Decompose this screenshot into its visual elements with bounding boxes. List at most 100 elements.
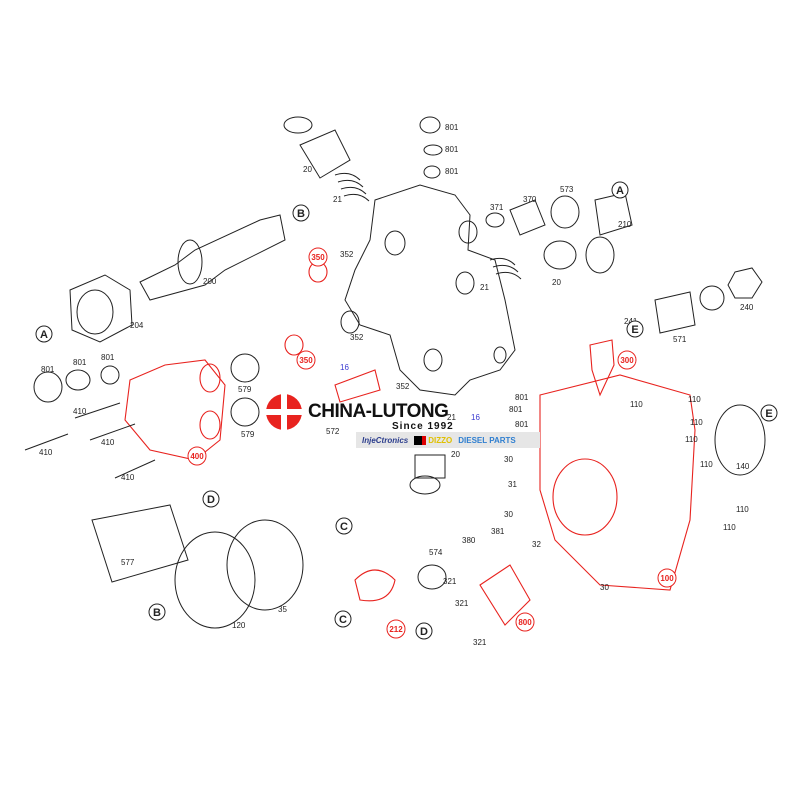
- part-number-label: 579: [238, 385, 252, 394]
- fitting-350: [284, 334, 304, 356]
- part-number-label: 571: [673, 335, 687, 344]
- washer: [423, 165, 441, 179]
- assembly-number-label: 212: [389, 625, 403, 634]
- spring: [489, 257, 522, 280]
- part-number-label: 140: [736, 462, 750, 471]
- part-number-label: 110: [685, 435, 698, 444]
- sleeve-577: [91, 504, 189, 583]
- assembly-number-label: 800: [518, 618, 532, 627]
- part-number-label: 110: [700, 460, 713, 469]
- o-ring-120: [174, 531, 256, 629]
- tappet: [299, 129, 351, 179]
- reference-letter-label: D: [420, 626, 428, 638]
- tappet: [414, 454, 446, 479]
- part-number-label: 20: [451, 450, 460, 459]
- part-number-label: 370: [523, 195, 537, 204]
- since-year: Since 1992: [392, 421, 454, 432]
- part-number-label: 801: [515, 420, 529, 429]
- part-number-label-blue: 16: [340, 363, 349, 372]
- assembly-number-label: 300: [620, 356, 634, 365]
- company-name: CHINA-LUTONG: [308, 401, 449, 422]
- assembly-callout-circle: [187, 446, 207, 466]
- assembly-callout-circle: [617, 350, 637, 370]
- reference-letter-circle: [611, 181, 629, 199]
- part-number-label: 21: [447, 413, 456, 422]
- part-number-label: 200: [203, 277, 217, 286]
- assembly-callout-circle: [657, 568, 677, 588]
- washer: [100, 365, 120, 385]
- port: [423, 348, 443, 372]
- clip-212: [354, 569, 396, 602]
- reference-letter-label: C: [340, 521, 348, 533]
- part-number-label: 410: [73, 407, 87, 416]
- plug: [419, 116, 441, 134]
- part-number-label: 210: [618, 220, 632, 229]
- assembly-number-label: 400: [190, 452, 204, 461]
- assembly-number-label: 350: [299, 356, 313, 365]
- tappet: [543, 240, 577, 270]
- part-number-label: 801: [515, 393, 529, 402]
- reference-letter-label: E: [765, 408, 772, 420]
- reference-letter-circle: [148, 603, 166, 621]
- cap: [230, 353, 260, 383]
- part-number-label: 410: [101, 438, 115, 447]
- part-number-label: 380: [462, 536, 476, 545]
- assembly-callout-circle: [296, 350, 316, 370]
- part-number-label: 573: [560, 185, 574, 194]
- logo-mark-icon: [266, 394, 302, 430]
- reference-letter-label: A: [40, 329, 48, 341]
- part-number-label: 801: [41, 365, 55, 374]
- bushing: [654, 291, 696, 334]
- part-number-label: 371: [490, 203, 504, 212]
- o-ring: [714, 404, 766, 476]
- part-number-label: 801: [445, 123, 459, 132]
- port: [384, 230, 406, 256]
- bolt: [74, 402, 121, 419]
- part-number-label: 801: [73, 358, 87, 367]
- part-number-label: 572: [326, 427, 340, 436]
- cap: [550, 195, 580, 229]
- assembly-callout-circle: [386, 619, 406, 639]
- port: [340, 310, 360, 334]
- assembly-100: [539, 374, 696, 591]
- reference-letter-circle: [202, 490, 220, 508]
- bolt: [114, 459, 156, 479]
- part-number-label: 204: [130, 321, 144, 330]
- o-ring-35: [226, 519, 304, 611]
- part-number-label: 241: [624, 317, 638, 326]
- valve-800: [479, 564, 531, 626]
- part-number-label: 30: [504, 510, 513, 519]
- part-number-label: 110: [736, 505, 749, 514]
- brand-injectronics: InjeCtronics: [362, 435, 409, 445]
- reference-letter-label: B: [153, 607, 161, 619]
- spring: [334, 172, 370, 202]
- assembly-number-label: 350: [311, 253, 325, 262]
- cap: [230, 397, 260, 427]
- part-number-label: 579: [241, 430, 255, 439]
- brand-dizzo: DIZZO: [414, 435, 453, 445]
- o-ring: [423, 144, 443, 156]
- reference-letter-circle: [415, 622, 433, 640]
- assembly-callout-circle: [308, 247, 328, 267]
- part-number-label: 801: [445, 167, 459, 176]
- part-number-label: 110: [690, 418, 703, 427]
- part-number-label: 321: [473, 638, 487, 647]
- part-number-label: 321: [443, 577, 457, 586]
- assembly-400: [124, 359, 226, 461]
- brand-diesel-parts: DIESEL PARTS: [458, 435, 516, 445]
- part-number-label: 110: [688, 395, 701, 404]
- reference-letter-circle: [760, 404, 778, 422]
- cap: [409, 475, 441, 495]
- assembly-number-label: 100: [660, 574, 674, 583]
- seal-ring: [585, 236, 615, 274]
- reference-letter-label: D: [207, 494, 215, 506]
- part-number-label: 801: [445, 145, 459, 154]
- part-number-label: 35: [278, 605, 287, 614]
- sensor-300: [589, 339, 615, 397]
- part-number-label: 410: [39, 448, 53, 457]
- bolt: [24, 433, 69, 451]
- part-number-label: 410: [121, 473, 135, 482]
- part-number-label: 321: [455, 599, 469, 608]
- part-number-label: 21: [480, 283, 489, 292]
